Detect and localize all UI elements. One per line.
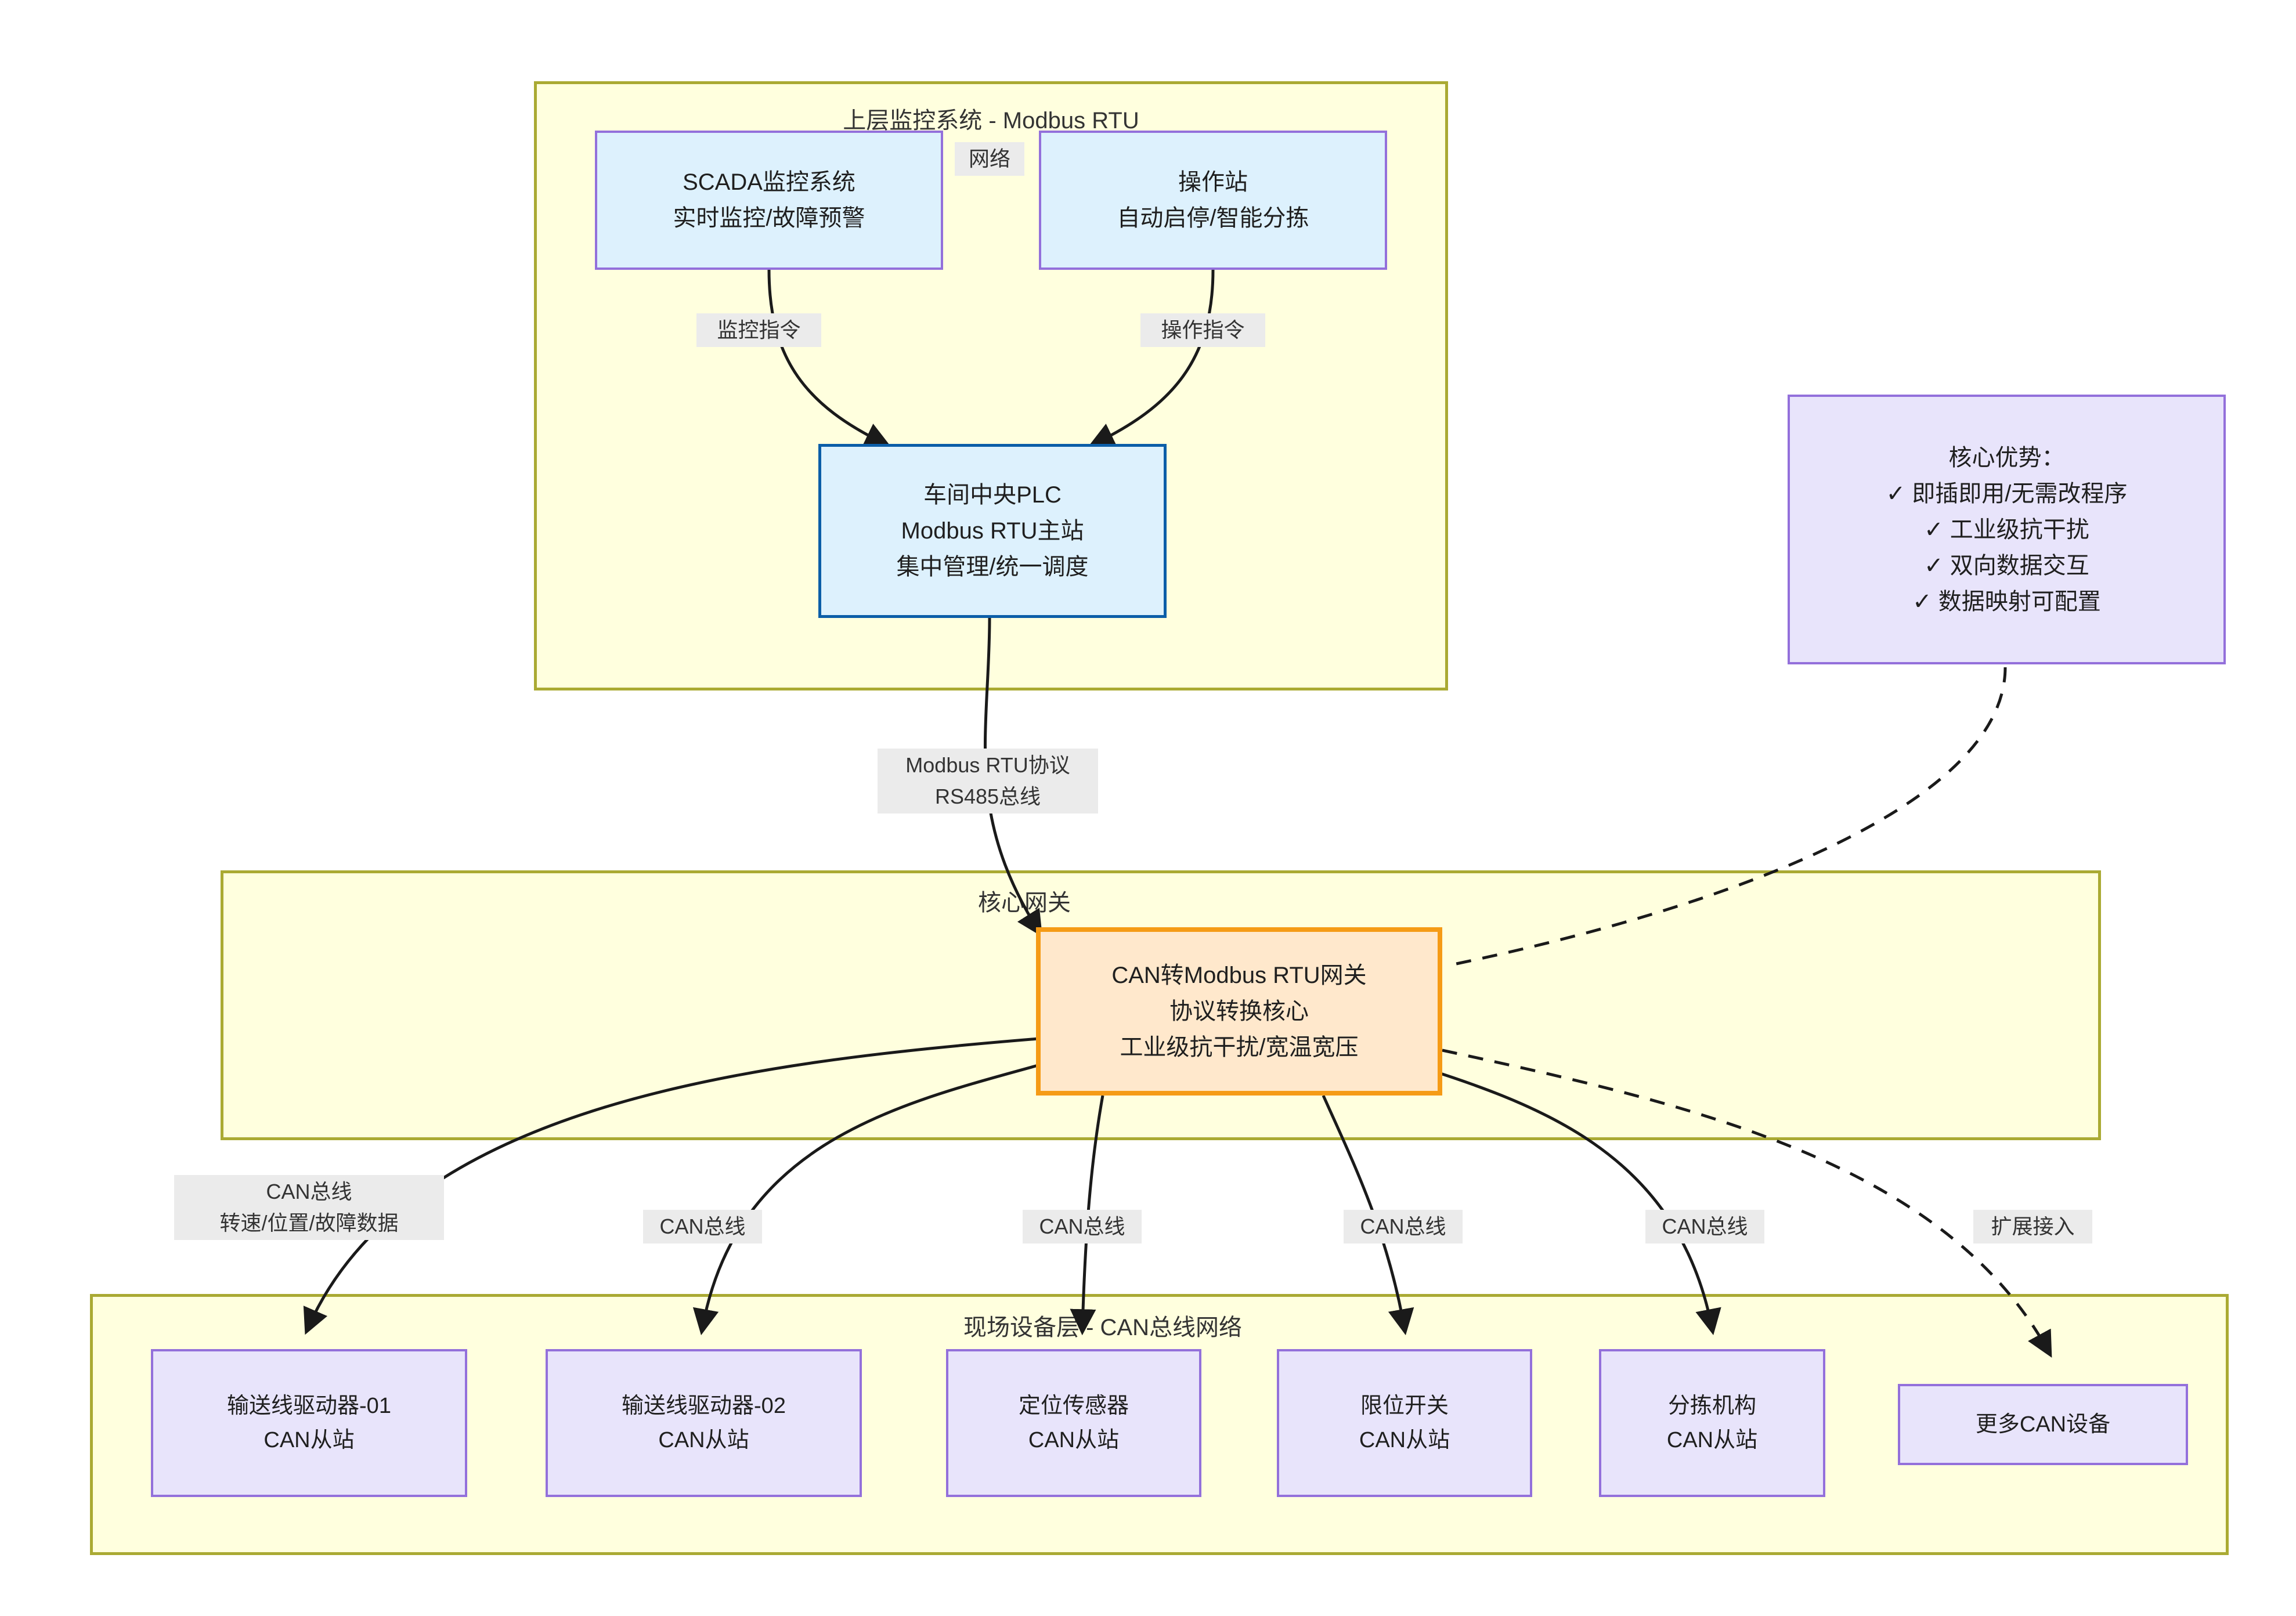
- node-drive02-line1: 输送线驱动器-02: [622, 1393, 786, 1418]
- node-position-sensor[interactable]: 定位传感器 CAN从站: [946, 1349, 1201, 1497]
- node-gateway-line3: 工业级抗干扰/宽温宽压: [1120, 1035, 1359, 1060]
- node-drive01-line2: CAN从站: [263, 1427, 355, 1452]
- node-gateway-line1: CAN转Modbus RTU网关: [1111, 963, 1367, 988]
- node-drive01-line1: 输送线驱动器-01: [227, 1393, 391, 1418]
- node-sensor-line1: 定位传感器: [1018, 1393, 1129, 1418]
- node-plc-line2: Modbus RTU主站: [901, 518, 1084, 544]
- node-sorter-line2: CAN从站: [1666, 1427, 1758, 1452]
- node-plc-line3: 集中管理/统一调度: [896, 554, 1089, 580]
- node-central-plc[interactable]: 车间中央PLC Modbus RTU主站 集中管理/统一调度: [818, 444, 1167, 618]
- node-more-can-devices[interactable]: 更多CAN设备: [1898, 1384, 2188, 1465]
- node-limit-line1: 限位开关: [1360, 1393, 1449, 1418]
- node-more-line1: 更多CAN设备: [1975, 1412, 2111, 1437]
- node-scada[interactable]: SCADA监控系统 实时监控/故障预警: [595, 131, 943, 270]
- advantages-item-1: ✓ 即插即用/无需改程序: [1886, 480, 2128, 507]
- node-sorting-mechanism[interactable]: 分拣机构 CAN从站: [1599, 1349, 1825, 1497]
- edge-label-extension-access: 扩展接入: [1973, 1210, 2092, 1243]
- node-plc-line1: 车间中央PLC: [923, 482, 1062, 508]
- edge-label-can-bus-limit: CAN总线: [1344, 1210, 1463, 1243]
- edge-label-network: 网络: [955, 142, 1024, 176]
- node-opstation-line1: 操作站: [1178, 169, 1248, 195]
- advantages-item-2: ✓ 工业级抗干扰: [1924, 516, 2089, 543]
- node-drive02-line2: CAN从站: [658, 1427, 749, 1452]
- edge-label-can-bus-drive01: CAN总线 转速/位置/故障数据: [174, 1175, 444, 1240]
- advantages-title: 核心优势：: [1948, 444, 2065, 471]
- node-opstation-line2: 自动启停/智能分拣: [1117, 205, 1309, 231]
- edge-label-operation-command: 操作指令: [1140, 313, 1265, 347]
- subgraph-field-title: 现场设备层 - CAN总线网络: [963, 1315, 1242, 1340]
- node-gateway-line2: 协议转换核心: [1169, 999, 1309, 1024]
- node-sensor-line2: CAN从站: [1028, 1427, 1120, 1452]
- node-core-advantages: 核心优势： ✓ 即插即用/无需改程序 ✓ 工业级抗干扰 ✓ 双向数据交互 ✓ 数…: [1788, 395, 2226, 664]
- subgraph-upper-title: 上层监控系统 - Modbus RTU: [843, 108, 1139, 133]
- edge-label-can-bus-sorter: CAN总线: [1645, 1210, 1764, 1243]
- node-operation-station[interactable]: 操作站 自动启停/智能分拣: [1039, 131, 1387, 270]
- edge-label-can-bus-sensor: CAN总线: [1023, 1210, 1142, 1243]
- edge-label-monitor-command: 监控指令: [696, 313, 821, 347]
- edge-label-can-bus-drive02: CAN总线: [643, 1210, 762, 1243]
- advantages-item-3: ✓ 双向数据交互: [1924, 552, 2089, 579]
- node-scada-line1: SCADA监控系统: [683, 169, 855, 195]
- advantages-item-4: ✓ 数据映射可配置: [1912, 588, 2101, 614]
- node-scada-line2: 实时监控/故障预警: [673, 205, 865, 231]
- node-limit-switch[interactable]: 限位开关 CAN从站: [1277, 1349, 1532, 1497]
- edge-label-modbus-rs485: Modbus RTU协议 RS485总线: [878, 749, 1098, 814]
- node-sorter-line1: 分拣机构: [1667, 1393, 1756, 1418]
- node-limit-line2: CAN从站: [1359, 1427, 1450, 1452]
- node-conveyor-drive-02[interactable]: 输送线驱动器-02 CAN从站: [546, 1349, 862, 1497]
- node-conveyor-drive-01[interactable]: 输送线驱动器-01 CAN从站: [151, 1349, 467, 1497]
- subgraph-gateway-title: 核心网关: [978, 890, 1071, 916]
- node-can-modbus-gateway[interactable]: CAN转Modbus RTU网关 协议转换核心 工业级抗干扰/宽温宽压: [1036, 927, 1442, 1096]
